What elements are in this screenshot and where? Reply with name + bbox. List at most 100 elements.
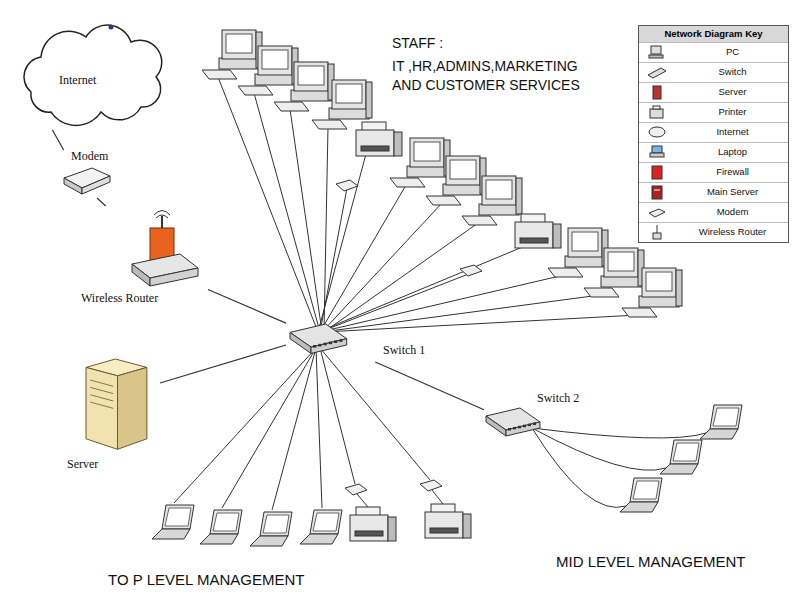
pc-base — [443, 184, 483, 195]
keyboard — [312, 120, 347, 129]
mini-switch — [648, 68, 666, 78]
wifi-waves — [154, 211, 170, 219]
laptop-wire — [532, 428, 666, 470]
cloud-dot — [109, 25, 114, 30]
node-label: Wireless Router — [80, 292, 159, 305]
laptop-icon — [152, 505, 194, 539]
monitor — [332, 80, 366, 109]
legend-text: PC — [679, 46, 786, 57]
staff-wire — [254, 93, 320, 332]
pc-icon — [622, 268, 682, 317]
legend-row: Firewall — [639, 162, 788, 182]
paper-slot — [355, 531, 383, 536]
laptop-icon — [660, 440, 702, 474]
laptop-screen — [630, 478, 662, 502]
pc-icon — [584, 248, 644, 297]
pc-base — [479, 204, 519, 215]
mini-laptop — [652, 146, 662, 153]
laptop-icon — [700, 405, 742, 439]
laptop-screen — [710, 405, 742, 429]
legend-row: Laptop — [639, 142, 788, 162]
legend-row: Modem — [639, 202, 788, 222]
legend-text: Server — [679, 86, 786, 97]
staff-wire — [320, 185, 406, 332]
legend-icon — [647, 44, 667, 60]
mini-antenna — [657, 225, 658, 233]
screen — [262, 50, 288, 69]
icon-group — [152, 30, 742, 546]
screen — [646, 272, 672, 291]
pc-icon — [238, 46, 298, 95]
network-node: Internet — [6, 6, 168, 130]
laptop-base — [660, 464, 698, 474]
laptop-base — [620, 502, 658, 512]
pc-icon — [548, 228, 608, 277]
pc-icon — [462, 176, 522, 225]
staff-wire — [218, 77, 318, 332]
group-label: TO P LEVEL MANAGEMENT — [108, 570, 368, 590]
pc-base — [565, 256, 605, 267]
staff-wire — [290, 109, 322, 332]
paper-slot — [520, 238, 548, 243]
screen — [226, 34, 252, 53]
network-node: Modem — [56, 150, 122, 198]
laptop-icon — [250, 512, 292, 546]
network-node: Switch 1 — [286, 318, 436, 362]
switch-port — [518, 426, 521, 429]
monitor — [642, 268, 676, 297]
screen — [414, 142, 440, 161]
node-label: Server — [66, 458, 99, 471]
legend-text: Firewall — [679, 166, 786, 177]
staff-wire — [322, 295, 600, 332]
keyboard — [462, 216, 497, 225]
legend-text: Laptop — [679, 146, 786, 157]
legend-text: Main Server — [679, 186, 786, 197]
keyboard — [548, 268, 583, 277]
screen — [572, 232, 598, 251]
legend-icon — [647, 204, 667, 220]
switch-port — [339, 339, 342, 342]
printer-body — [356, 130, 394, 156]
network-device — [336, 180, 358, 191]
staff-wire — [324, 223, 478, 332]
node-label: Switch 2 — [536, 392, 580, 405]
mini-cloud — [649, 127, 665, 137]
router-antenna — [161, 216, 163, 228]
drive-bay — [90, 387, 113, 393]
laptop-screen — [162, 505, 194, 529]
monitor — [222, 30, 256, 59]
keyboard — [622, 308, 657, 317]
monitor-side — [676, 270, 682, 306]
legend-text: Internet — [679, 126, 786, 137]
laptop-display — [673, 443, 699, 461]
laptop-wire — [272, 348, 316, 510]
printer-side — [553, 224, 561, 248]
pc-base — [639, 296, 679, 307]
laptop-icon — [300, 510, 342, 544]
laptop-display — [263, 515, 289, 533]
legend-icon — [647, 104, 667, 120]
mini-firewall — [652, 166, 662, 179]
group-label: MID LEVEL MANAGEMENT — [556, 552, 786, 572]
screen — [336, 84, 362, 103]
server-front — [86, 367, 118, 449]
pc-icon — [274, 62, 334, 111]
network-node: Wireless Router — [76, 206, 208, 308]
switch-side — [311, 339, 347, 354]
monitor — [482, 176, 516, 205]
screen — [486, 180, 512, 199]
drive-bay — [90, 380, 113, 386]
drive-bay — [90, 395, 113, 401]
pc-base — [601, 276, 641, 287]
legend-box: Network Diagram KeyPCSwitchServerPrinter… — [638, 25, 789, 243]
node-icon — [60, 355, 160, 475]
laptop-icon — [620, 478, 662, 512]
laptop-wire — [222, 348, 316, 508]
network-node: Switch 2 — [484, 392, 604, 444]
printer-side — [463, 514, 471, 538]
monitor-side — [366, 82, 372, 118]
mini-paper — [653, 106, 660, 109]
keyboard — [390, 178, 425, 187]
switch-port — [313, 345, 316, 348]
